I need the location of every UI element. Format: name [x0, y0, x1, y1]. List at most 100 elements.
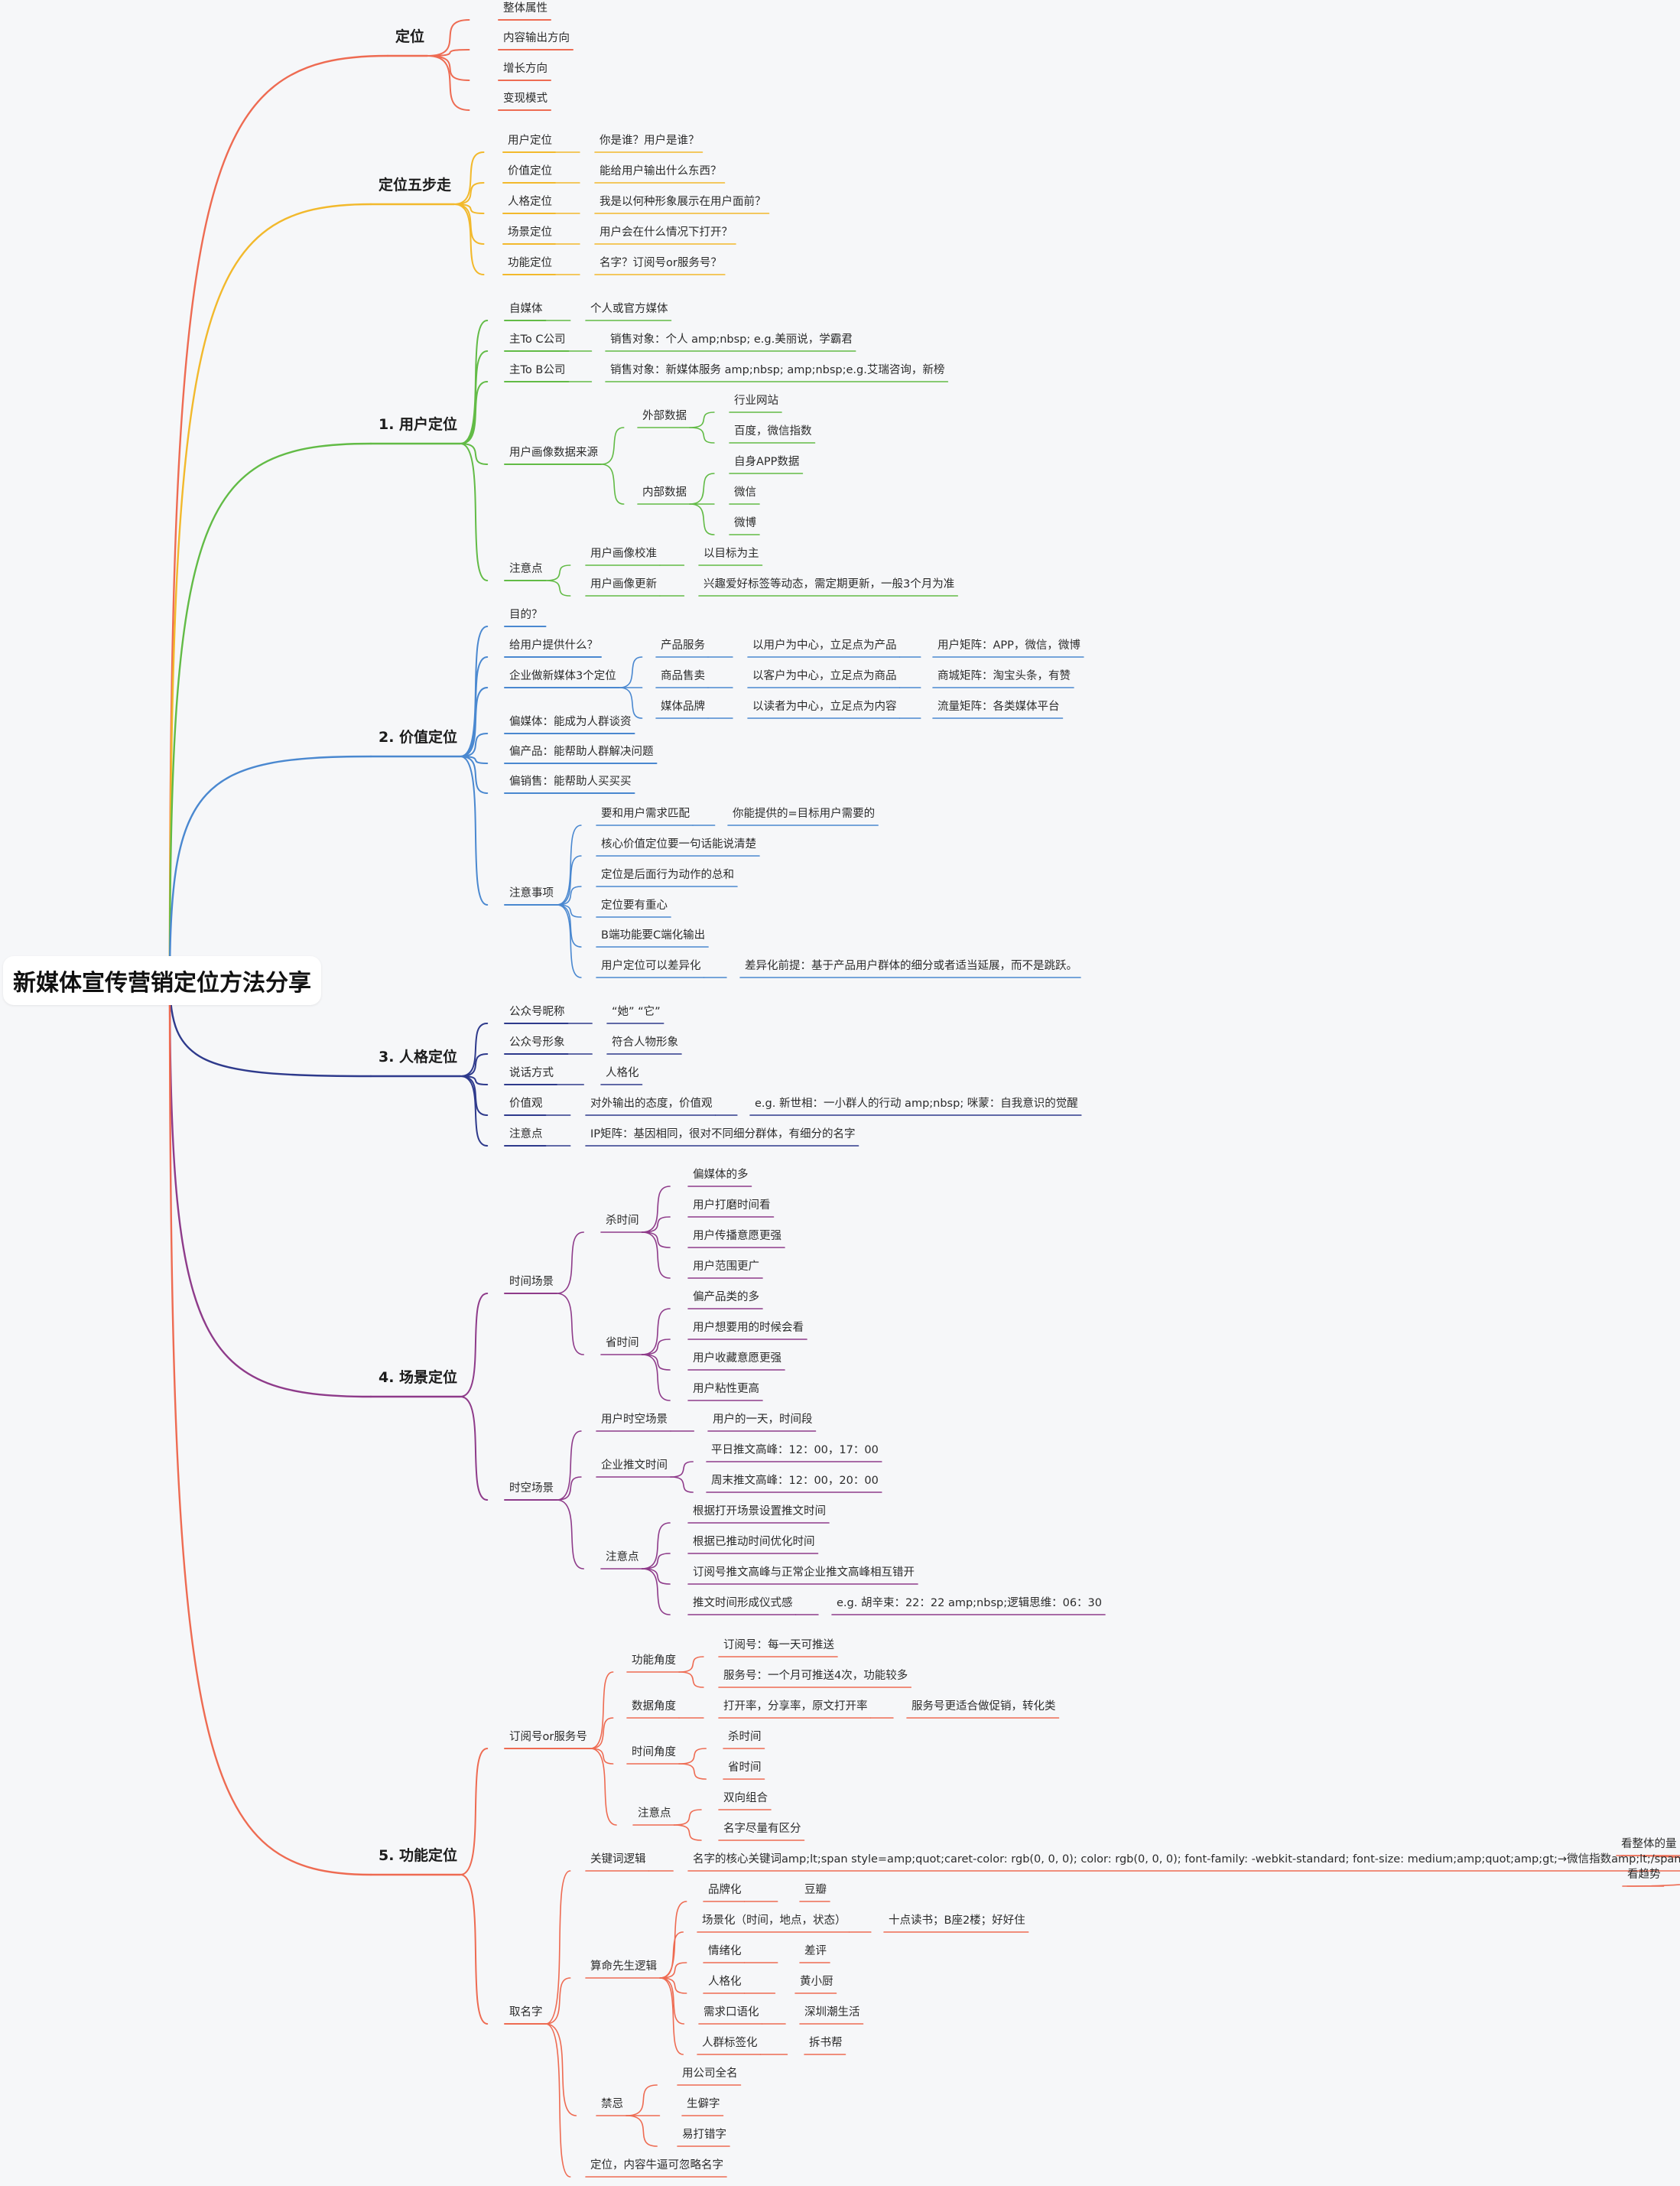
subtopic-node[interactable]: 能给用户输出什么东西？ — [600, 165, 722, 177]
subtopic-node[interactable]: 黄小厨 — [800, 1976, 834, 1988]
subtopic-node[interactable]: 禁忌 — [601, 2098, 623, 2110]
subtopic-node[interactable]: 推文时间形成仪式感 — [693, 1597, 793, 1609]
subtopic-node[interactable]: 你是谁？用户是谁？ — [600, 135, 700, 147]
subtopic-node[interactable]: 价值定位 — [508, 165, 552, 177]
subtopic-node[interactable]: 注意点 — [509, 563, 543, 575]
subtopic-node[interactable]: 用公司全名 — [682, 2067, 738, 2080]
subtopic-node[interactable]: 销售对象：新媒体服务 amp;nbsp; amp;nbsp;e.g.艾瑞咨询，新… — [610, 364, 945, 376]
subtopic-node[interactable]: 以目标为主 — [704, 548, 759, 560]
subtopic-node[interactable]: 生僻字 — [687, 2098, 720, 2110]
subtopic-node[interactable]: 目的？ — [509, 609, 543, 621]
subtopic-node[interactable]: 杀时间 — [606, 1215, 639, 1227]
subtopic-node[interactable]: 偏产品类的多 — [693, 1291, 759, 1303]
subtopic-node[interactable]: 时空场景 — [509, 1482, 554, 1495]
subtopic-node[interactable]: 企业推文时间 — [601, 1459, 668, 1472]
subtopic-node[interactable]: 定位是后面行为动作的总和 — [601, 869, 734, 881]
subtopic-node[interactable]: 用户定位 — [508, 135, 552, 147]
subtopic-node[interactable]: 定位，内容牛逼可忽略名字 — [590, 2159, 723, 2171]
subtopic-node[interactable]: B端功能要C端化输出 — [601, 929, 706, 942]
subtopic-node[interactable]: 增长方向 — [503, 63, 548, 75]
subtopic-node[interactable]: 订阅号：每一天可推送 — [723, 1639, 834, 1651]
subtopic-node[interactable]: 用户的一天，时间段 — [713, 1413, 813, 1426]
subtopic-node[interactable]: 注意点 — [606, 1551, 639, 1563]
subtopic-node[interactable]: 用户传播意愿更强 — [693, 1230, 782, 1242]
subtopic-node[interactable]: 主To C公司 — [509, 333, 566, 346]
subtopic-node[interactable]: 双向组合 — [723, 1792, 768, 1804]
subtopic-node[interactable]: 人格定位 — [508, 196, 552, 208]
subtopic-node[interactable]: 整体属性 — [503, 2, 548, 15]
subtopic-node[interactable]: 注意点 — [509, 1128, 543, 1140]
subtopic-node[interactable]: 杀时间 — [728, 1731, 762, 1743]
subtopic-node[interactable]: 关键词逻辑 — [590, 1853, 646, 1866]
subtopic-node[interactable]: e.g. 胡辛束：22：22 amp;nbsp;逻辑思维：06：30 — [837, 1597, 1103, 1609]
subtopic-node[interactable]: 公众号形象 — [509, 1036, 565, 1049]
subtopic-node[interactable]: 场景化（时间，地点，状态） — [702, 1914, 846, 1927]
subtopic-node[interactable]: 根据打开场景设置推文时间 — [693, 1505, 826, 1518]
subtopic-node[interactable]: 主To B公司 — [509, 364, 566, 376]
topic-node[interactable]: 定位 — [395, 28, 425, 45]
subtopic-node[interactable]: 以读者为中心，立足点为内容 — [752, 701, 897, 713]
subtopic-node[interactable]: 需求口语化 — [704, 2006, 759, 2018]
topic-node[interactable]: 1. 用户定位 — [379, 416, 458, 433]
subtopic-node[interactable]: 用户收藏意愿更强 — [693, 1352, 782, 1365]
subtopic-node[interactable]: 自身APP数据 — [734, 456, 800, 468]
subtopic-node[interactable]: 十点读书；B座2楼；好好住 — [889, 1914, 1025, 1927]
subtopic-node[interactable]: 订阅号推文高峰与正常企业推文高峰相互错开 — [693, 1566, 915, 1579]
subtopic-node[interactable]: 看整体的量 — [1621, 1838, 1677, 1850]
subtopic-node[interactable]: 差评 — [804, 1945, 827, 1957]
subtopic-node[interactable]: e.g. 新世相：一小群人的行动 amp;nbsp; 咪蒙：自我意识的觉醒 — [755, 1098, 1078, 1110]
topic-node[interactable]: 3. 人格定位 — [379, 1049, 458, 1065]
subtopic-node[interactable]: 你能提供的=目标用户需要的 — [733, 808, 876, 820]
subtopic-node[interactable]: 算命先生逻辑 — [590, 1960, 657, 1973]
subtopic-node[interactable]: 用户会在什么情况下打开？ — [600, 226, 733, 239]
subtopic-node[interactable]: 省时间 — [606, 1337, 639, 1349]
subtopic-node[interactable]: 公众号昵称 — [509, 1006, 565, 1018]
subtopic-node[interactable]: 定位要有重心 — [601, 899, 668, 912]
subtopic-node[interactable]: 要和用户需求匹配 — [601, 808, 690, 820]
subtopic-node[interactable]: 偏媒体：能成为人群谈资 — [509, 716, 632, 728]
subtopic-node[interactable]: 功能角度 — [632, 1654, 676, 1667]
subtopic-node[interactable]: 用户画像更新 — [590, 578, 657, 590]
subtopic-node[interactable]: 服务号更适合做促销，转化类 — [911, 1700, 1056, 1713]
subtopic-node[interactable]: 打开率，分享率，原文打开率 — [723, 1700, 868, 1713]
subtopic-node[interactable]: 用户粘性更高 — [693, 1383, 759, 1395]
subtopic-node[interactable]: 内部数据 — [642, 486, 687, 499]
subtopic-node[interactable]: 百度，微信指数 — [734, 425, 812, 438]
subtopic-node[interactable]: 情绪化 — [708, 1945, 742, 1957]
subtopic-node[interactable]: 销售对象：个人 amp;nbsp; e.g.美丽说，学霸君 — [610, 333, 853, 346]
subtopic-node[interactable]: 用户打磨时间看 — [693, 1199, 771, 1212]
subtopic-node[interactable]: 数据角度 — [632, 1700, 676, 1713]
subtopic-node[interactable]: 符合人物形象 — [612, 1036, 678, 1049]
subtopic-node[interactable]: 偏销售：能帮助人买买买 — [509, 776, 632, 788]
subtopic-node[interactable]: 变现模式 — [503, 93, 548, 105]
subtopic-node[interactable]: 人格化 — [708, 1976, 742, 1988]
subtopic-node[interactable]: 商品售卖 — [661, 670, 705, 682]
topic-node[interactable]: 定位五步走 — [379, 177, 452, 194]
subtopic-node[interactable]: 用户矩阵：APP，微信，微博 — [937, 639, 1080, 652]
subtopic-node[interactable]: 内容输出方向 — [503, 32, 570, 44]
subtopic-node[interactable]: 行业网站 — [734, 395, 778, 407]
topic-node[interactable]: 5. 功能定位 — [379, 1847, 458, 1864]
topic-node[interactable]: 4. 场景定位 — [379, 1369, 458, 1386]
subtopic-node[interactable]: 企业做新媒体3个定位 — [509, 670, 616, 682]
subtopic-node[interactable]: 用户想要用的时候会看 — [693, 1322, 804, 1334]
subtopic-node[interactable]: 易打错字 — [682, 2129, 726, 2141]
subtopic-node[interactable]: 注意事项 — [509, 887, 554, 899]
subtopic-node[interactable]: 流量矩阵：各类媒体平台 — [937, 701, 1060, 713]
subtopic-node[interactable]: 微博 — [734, 517, 756, 529]
subtopic-node[interactable]: 拆书帮 — [809, 2037, 843, 2049]
subtopic-node[interactable]: 兴趣爱好标签等动态，需定期更新，一般3个月为准 — [704, 578, 955, 590]
subtopic-node[interactable]: 我是以何种形象展示在用户面前？ — [600, 196, 766, 208]
subtopic-node[interactable]: 价值观 — [509, 1098, 543, 1110]
subtopic-node[interactable]: 名字尽量有区分 — [723, 1823, 801, 1835]
subtopic-node[interactable]: 差异化前提：基于产品用户群体的细分或者适当延展，而不是跳跃。 — [745, 960, 1077, 972]
subtopic-node[interactable]: 服务号：一个月可推送4次，功能较多 — [723, 1670, 908, 1682]
subtopic-node[interactable]: 用户画像校准 — [590, 548, 657, 560]
subtopic-node[interactable]: 功能定位 — [508, 257, 552, 269]
subtopic-node[interactable]: 订阅号or服务号 — [509, 1731, 587, 1743]
subtopic-node[interactable]: 注意点 — [638, 1807, 671, 1820]
subtopic-node[interactable]: 对外输出的态度，价值观 — [590, 1098, 713, 1110]
subtopic-node[interactable]: 用户定位可以差异化 — [601, 960, 701, 972]
subtopic-node[interactable]: 人群标签化 — [702, 2037, 758, 2049]
subtopic-node[interactable]: 用户画像数据来源 — [509, 447, 598, 459]
